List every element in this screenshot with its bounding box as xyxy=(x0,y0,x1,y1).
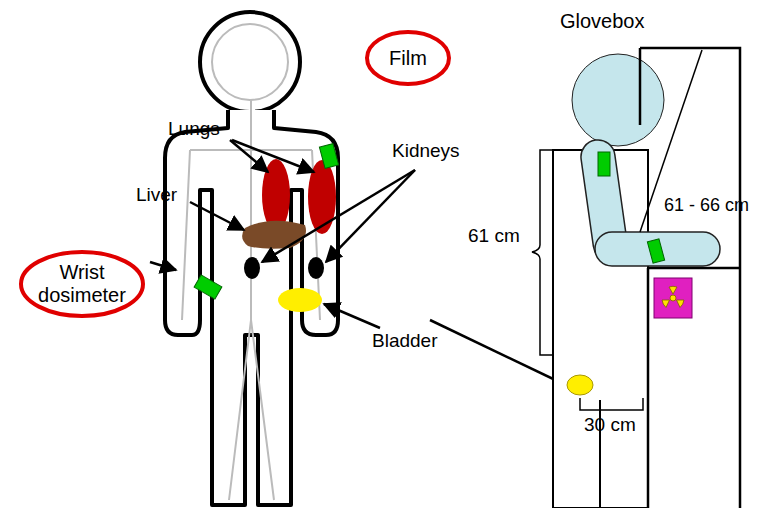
wrist-dosimeter-badge xyxy=(194,275,222,299)
part-label: Bladder xyxy=(372,330,438,352)
liver xyxy=(242,221,306,249)
dimension-label: 61 - 66 cm xyxy=(664,195,749,216)
dimension-label: 61 cm xyxy=(468,225,520,247)
body-outline xyxy=(165,12,338,505)
dimension-marks xyxy=(532,150,643,410)
film-badge xyxy=(319,144,338,169)
circled-label: Film xyxy=(364,29,452,87)
kidney xyxy=(308,257,324,279)
part-label: Liver xyxy=(136,184,177,206)
worker-side-view xyxy=(553,54,720,508)
node-text: Wrist dosimeter xyxy=(32,261,132,307)
kidney xyxy=(244,257,260,279)
node-text: Film xyxy=(389,47,427,70)
glovebox xyxy=(640,48,740,508)
circled-label: Wrist dosimeter xyxy=(18,249,146,319)
bladder xyxy=(278,288,322,312)
part-label: Lungs xyxy=(168,118,220,140)
title: Glovebox xyxy=(560,10,645,33)
pointer-arrows xyxy=(150,140,572,388)
red-circle xyxy=(21,252,143,316)
red-circle xyxy=(367,32,449,84)
dimension-label: 30 cm xyxy=(584,414,636,436)
source xyxy=(654,278,692,318)
part-label: Kidneys xyxy=(392,140,460,162)
radiation-symbol xyxy=(662,286,684,307)
